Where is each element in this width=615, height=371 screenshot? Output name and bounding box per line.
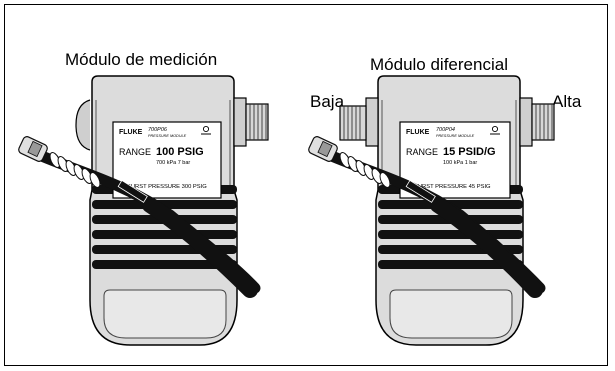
range-label: RANGE (119, 147, 151, 157)
info-icon (201, 125, 211, 135)
range-sub: 100 kPa 1 bar (443, 160, 477, 166)
burst-pressure-text: BURST PRESSURE 300 PSIG (127, 184, 207, 190)
cable (18, 136, 261, 298)
differential-module: FLUKE 700P04 PRESSURE MODULE RANGE 15 PS… (308, 75, 555, 346)
module-type-text: PRESSURE MODULE (436, 134, 475, 138)
range-value: 100 PSIG (156, 146, 204, 158)
info-icon (490, 125, 500, 135)
threaded-port (245, 103, 269, 141)
model-text: 700P06 (148, 127, 168, 133)
brand-text: FLUKE (406, 129, 430, 136)
high-port-fitting (519, 97, 533, 147)
right-module-title: Módulo diferencial (370, 55, 508, 74)
cable (308, 136, 546, 298)
high-threaded-port (531, 103, 555, 141)
low-port-fitting (365, 97, 379, 147)
port-fitting (233, 97, 247, 147)
spec-label (112, 121, 222, 199)
range-value: 15 PSID/G (443, 146, 496, 158)
measurement-module: FLUKE 700P06 PRESSURE MODULE RANGE 100 P… (18, 75, 269, 346)
range-sub: 700 kPa 7 bar (156, 160, 190, 166)
low-port-label: Baja (310, 92, 345, 111)
burst-pressure-text: BURST PRESSURE 45 PSIG (414, 184, 491, 190)
high-port-label: Alta (552, 92, 582, 111)
model-text: 700P04 (436, 127, 455, 133)
range-label: RANGE (406, 147, 438, 157)
module-type-text: PRESSURE MODULE (148, 134, 187, 138)
brand-text: FLUKE (119, 129, 143, 136)
left-module-title: Módulo de medición (65, 50, 218, 69)
